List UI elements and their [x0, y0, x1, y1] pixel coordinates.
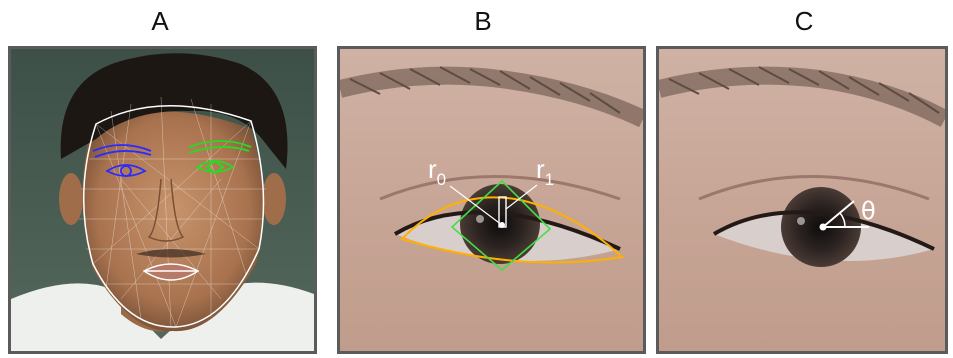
panel-label-b: B: [463, 6, 503, 37]
iris-reflection: [797, 217, 805, 225]
right-ear: [262, 173, 286, 225]
panel-c-eye-angle: θ: [656, 46, 948, 354]
panel-a-face-mesh: [8, 46, 317, 354]
theta-label: θ: [861, 197, 876, 225]
eye-illustration-c: θ: [659, 49, 945, 351]
panel-label-c: C: [784, 6, 824, 37]
eye-illustration-b: r0 r1: [340, 49, 643, 351]
iris-reflection: [476, 215, 484, 223]
pupil-center: [820, 224, 827, 231]
face-illustration: [11, 49, 314, 351]
panel-b-eye-radii: r0 r1: [337, 46, 646, 354]
panel-label-a: A: [140, 6, 180, 37]
left-ear: [59, 173, 83, 225]
pupil-center: [499, 222, 505, 228]
